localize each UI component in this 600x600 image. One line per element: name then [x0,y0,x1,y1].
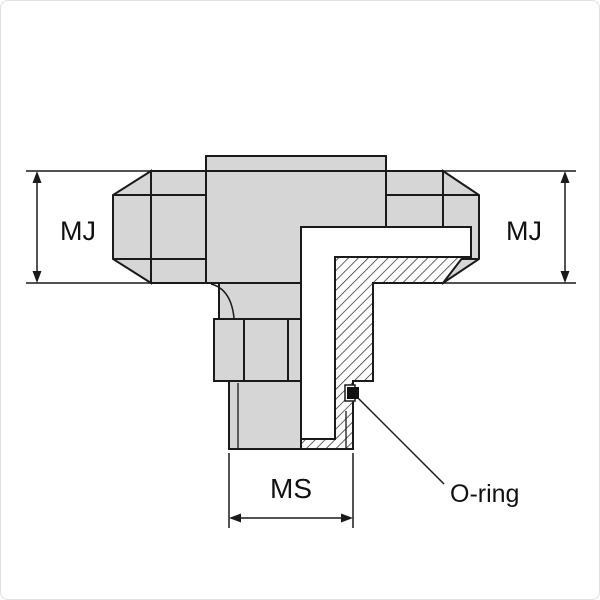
leader-line [357,397,445,485]
arrowhead-right-icon [341,513,353,523]
arrowhead-down-icon [560,271,570,283]
section-view [300,226,472,450]
o-ring-dot [347,387,359,399]
section-hatch [300,256,466,450]
left-flare-tip [112,169,152,285]
fitting-body [112,155,480,450]
oring-label: O-ring [450,480,519,508]
oring-callout: O-ring [357,397,519,508]
mj-dimension-right [560,171,570,283]
mj-label-right: MJ [506,216,542,246]
fillet-arc [210,283,235,319]
mj-dimension-left [32,171,42,283]
left-arm-hex [150,170,207,284]
arrowhead-up-icon [32,171,42,183]
ms-dimension [228,453,354,528]
arrowhead-left-icon [229,513,241,523]
arrowhead-down-icon [32,271,42,283]
ms-label: MS [270,473,312,504]
arrowhead-up-icon [560,171,570,183]
mj-label-left: MJ [60,216,96,246]
